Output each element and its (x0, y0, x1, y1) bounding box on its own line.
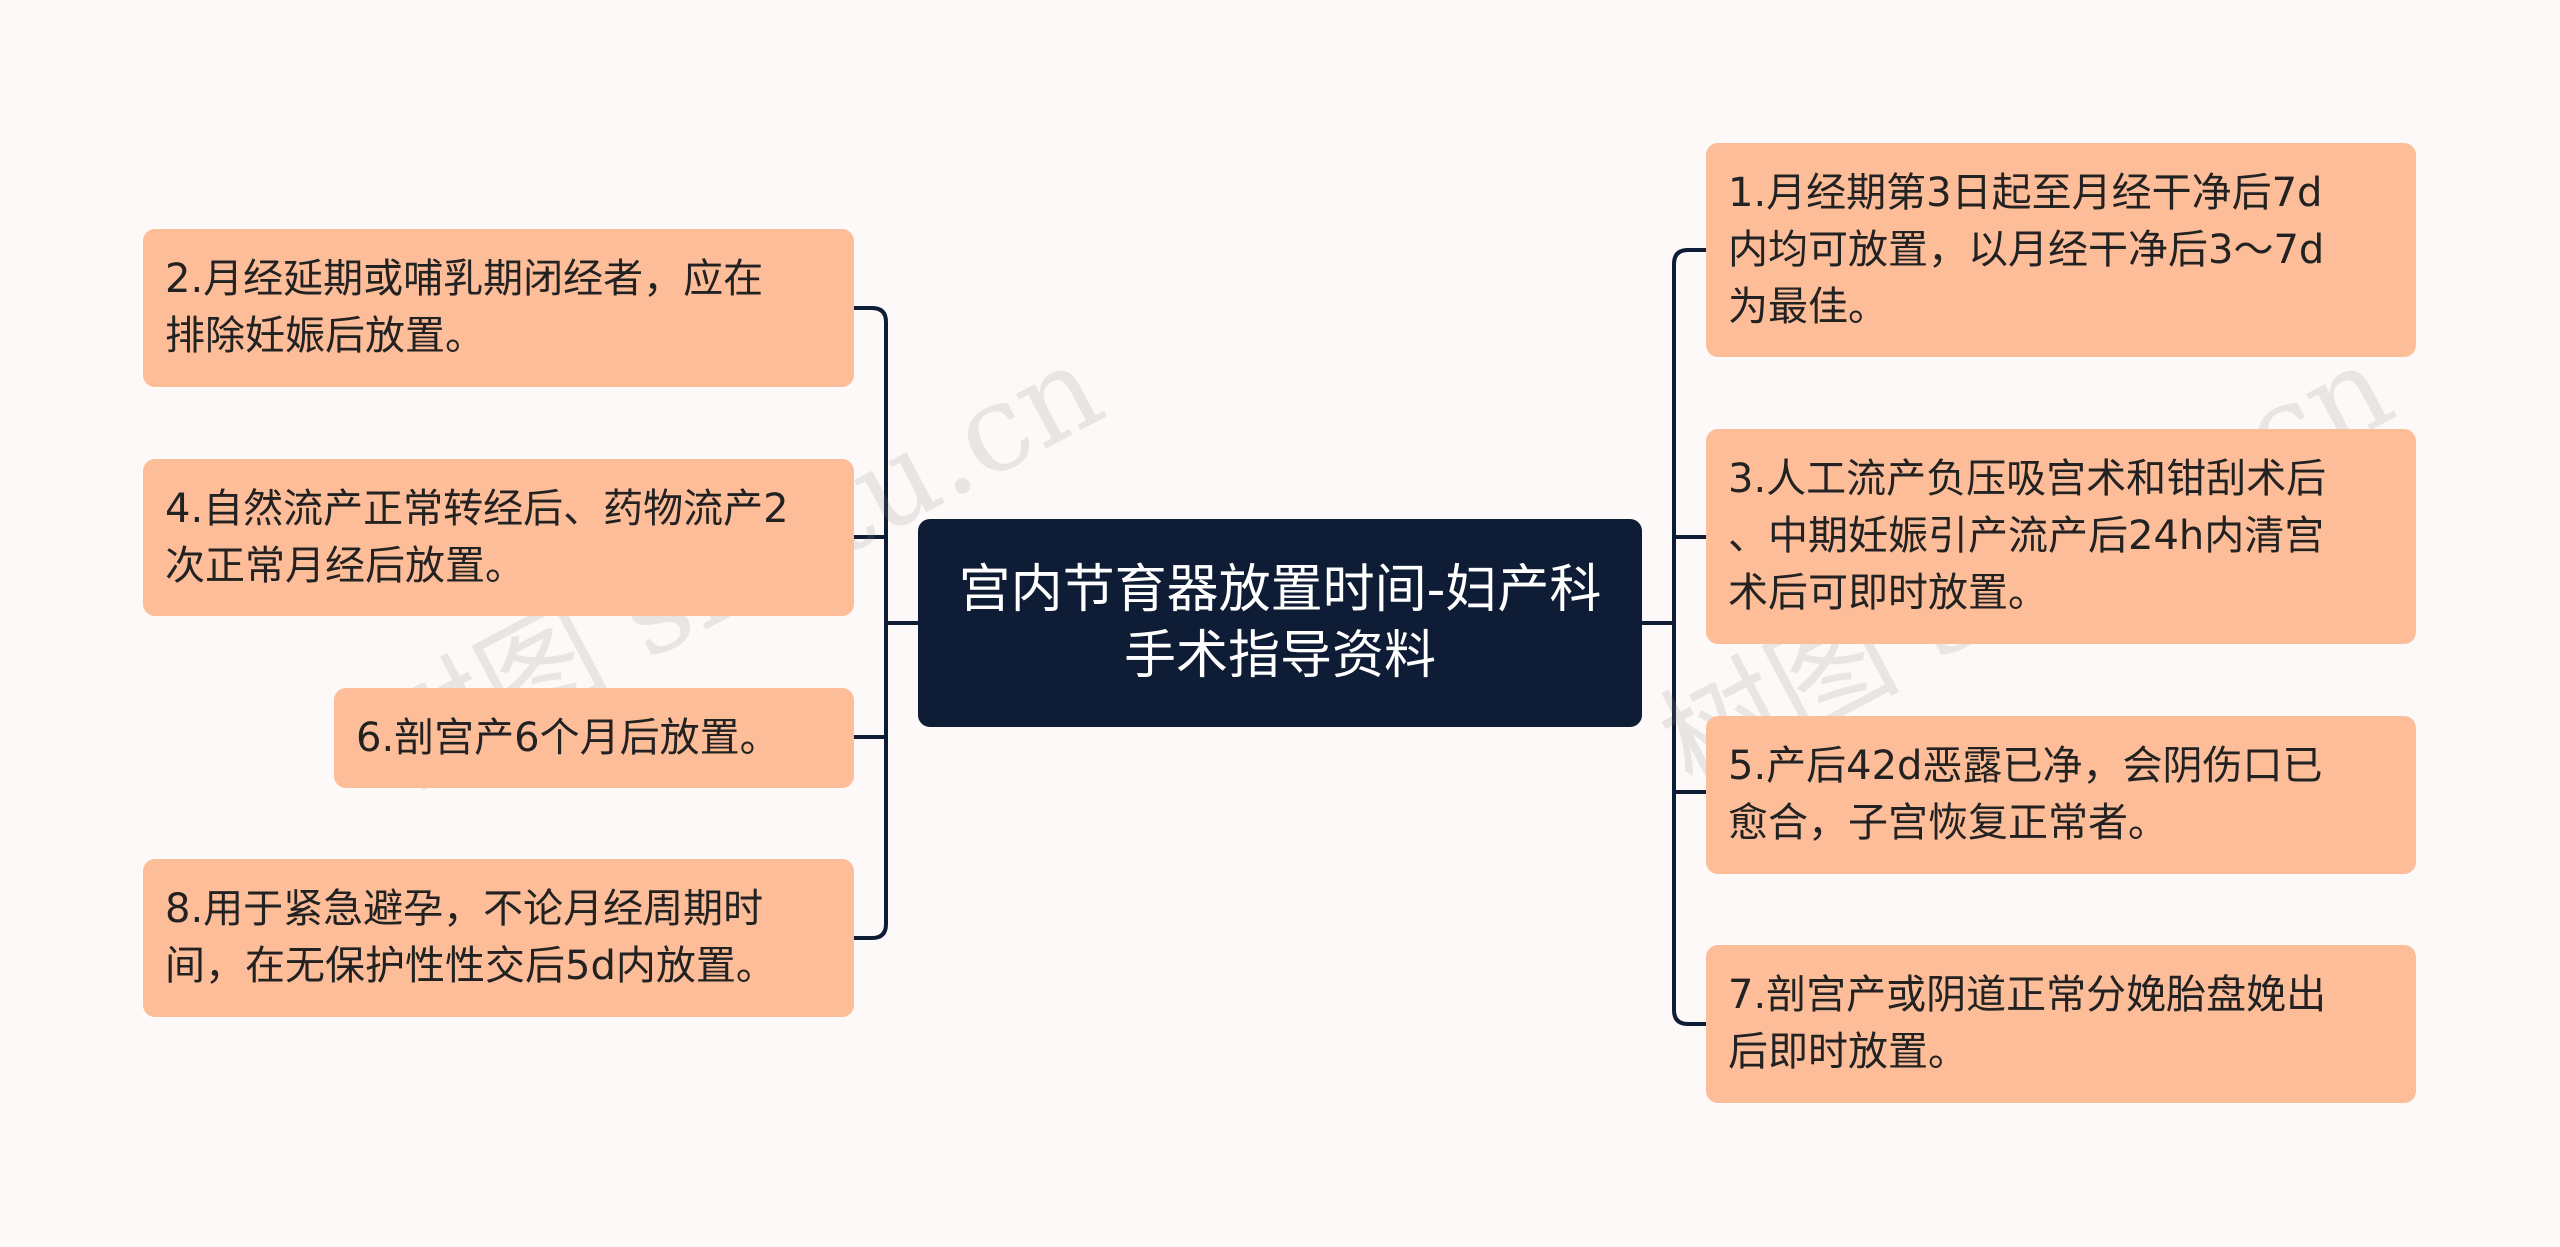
root-topic[interactable]: 宫内节育器放置时间-妇产科手术指导资料 (918, 519, 1642, 727)
topic-node-5[interactable]: 5.产后42d恶露已净，会阴伤口已 愈合，子宫恢复正常者。 (1706, 716, 2416, 874)
topic-node-3-label: 3.人工流产负压吸宫术和钳刮术后 、中期妊娠引产流产后24h内清宫 术后可即时放… (1728, 451, 2326, 622)
topic-node-7[interactable]: 7.剖宫产或阴道正常分娩胎盘娩出 后即时放置。 (1706, 945, 2416, 1103)
connector-right-1 (1674, 250, 1706, 1024)
root-topic-label: 宫内节育器放置时间-妇产科手术指导资料 (952, 557, 1608, 689)
topic-node-1[interactable]: 1.月经期第3日起至月经干净后7d 内均可放置，以月经干净后3～7d 为最佳。 (1706, 143, 2416, 357)
topic-node-8-label: 8.用于紧急避孕，不论月经周期时 间，在无保护性性交后5d内放置。 (165, 881, 776, 995)
topic-node-4[interactable]: 4.自然流产正常转经后、药物流产2 次正常月经后放置。 (143, 459, 854, 616)
topic-node-7-label: 7.剖宫产或阴道正常分娩胎盘娩出 后即时放置。 (1728, 967, 2326, 1081)
topic-node-2-label: 2.月经延期或哺乳期闭经者，应在 排除妊娠后放置。 (165, 251, 763, 365)
topic-node-6[interactable]: 6.剖宫产6个月后放置。 (334, 688, 854, 788)
topic-node-5-label: 5.产后42d恶露已净，会阴伤口已 愈合，子宫恢复正常者。 (1728, 738, 2322, 852)
topic-node-6-label: 6.剖宫产6个月后放置。 (356, 710, 780, 767)
topic-node-8[interactable]: 8.用于紧急避孕，不论月经周期时 间，在无保护性性交后5d内放置。 (143, 859, 854, 1017)
connector-left-1 (854, 308, 886, 938)
topic-node-4-label: 4.自然流产正常转经后、药物流产2 次正常月经后放置。 (165, 481, 789, 595)
topic-node-2[interactable]: 2.月经延期或哺乳期闭经者，应在 排除妊娠后放置。 (143, 229, 854, 387)
topic-node-3[interactable]: 3.人工流产负压吸宫术和钳刮术后 、中期妊娠引产流产后24h内清宫 术后可即时放… (1706, 429, 2416, 644)
topic-node-1-label: 1.月经期第3日起至月经干净后7d 内均可放置，以月经干净后3～7d 为最佳。 (1728, 165, 2324, 336)
